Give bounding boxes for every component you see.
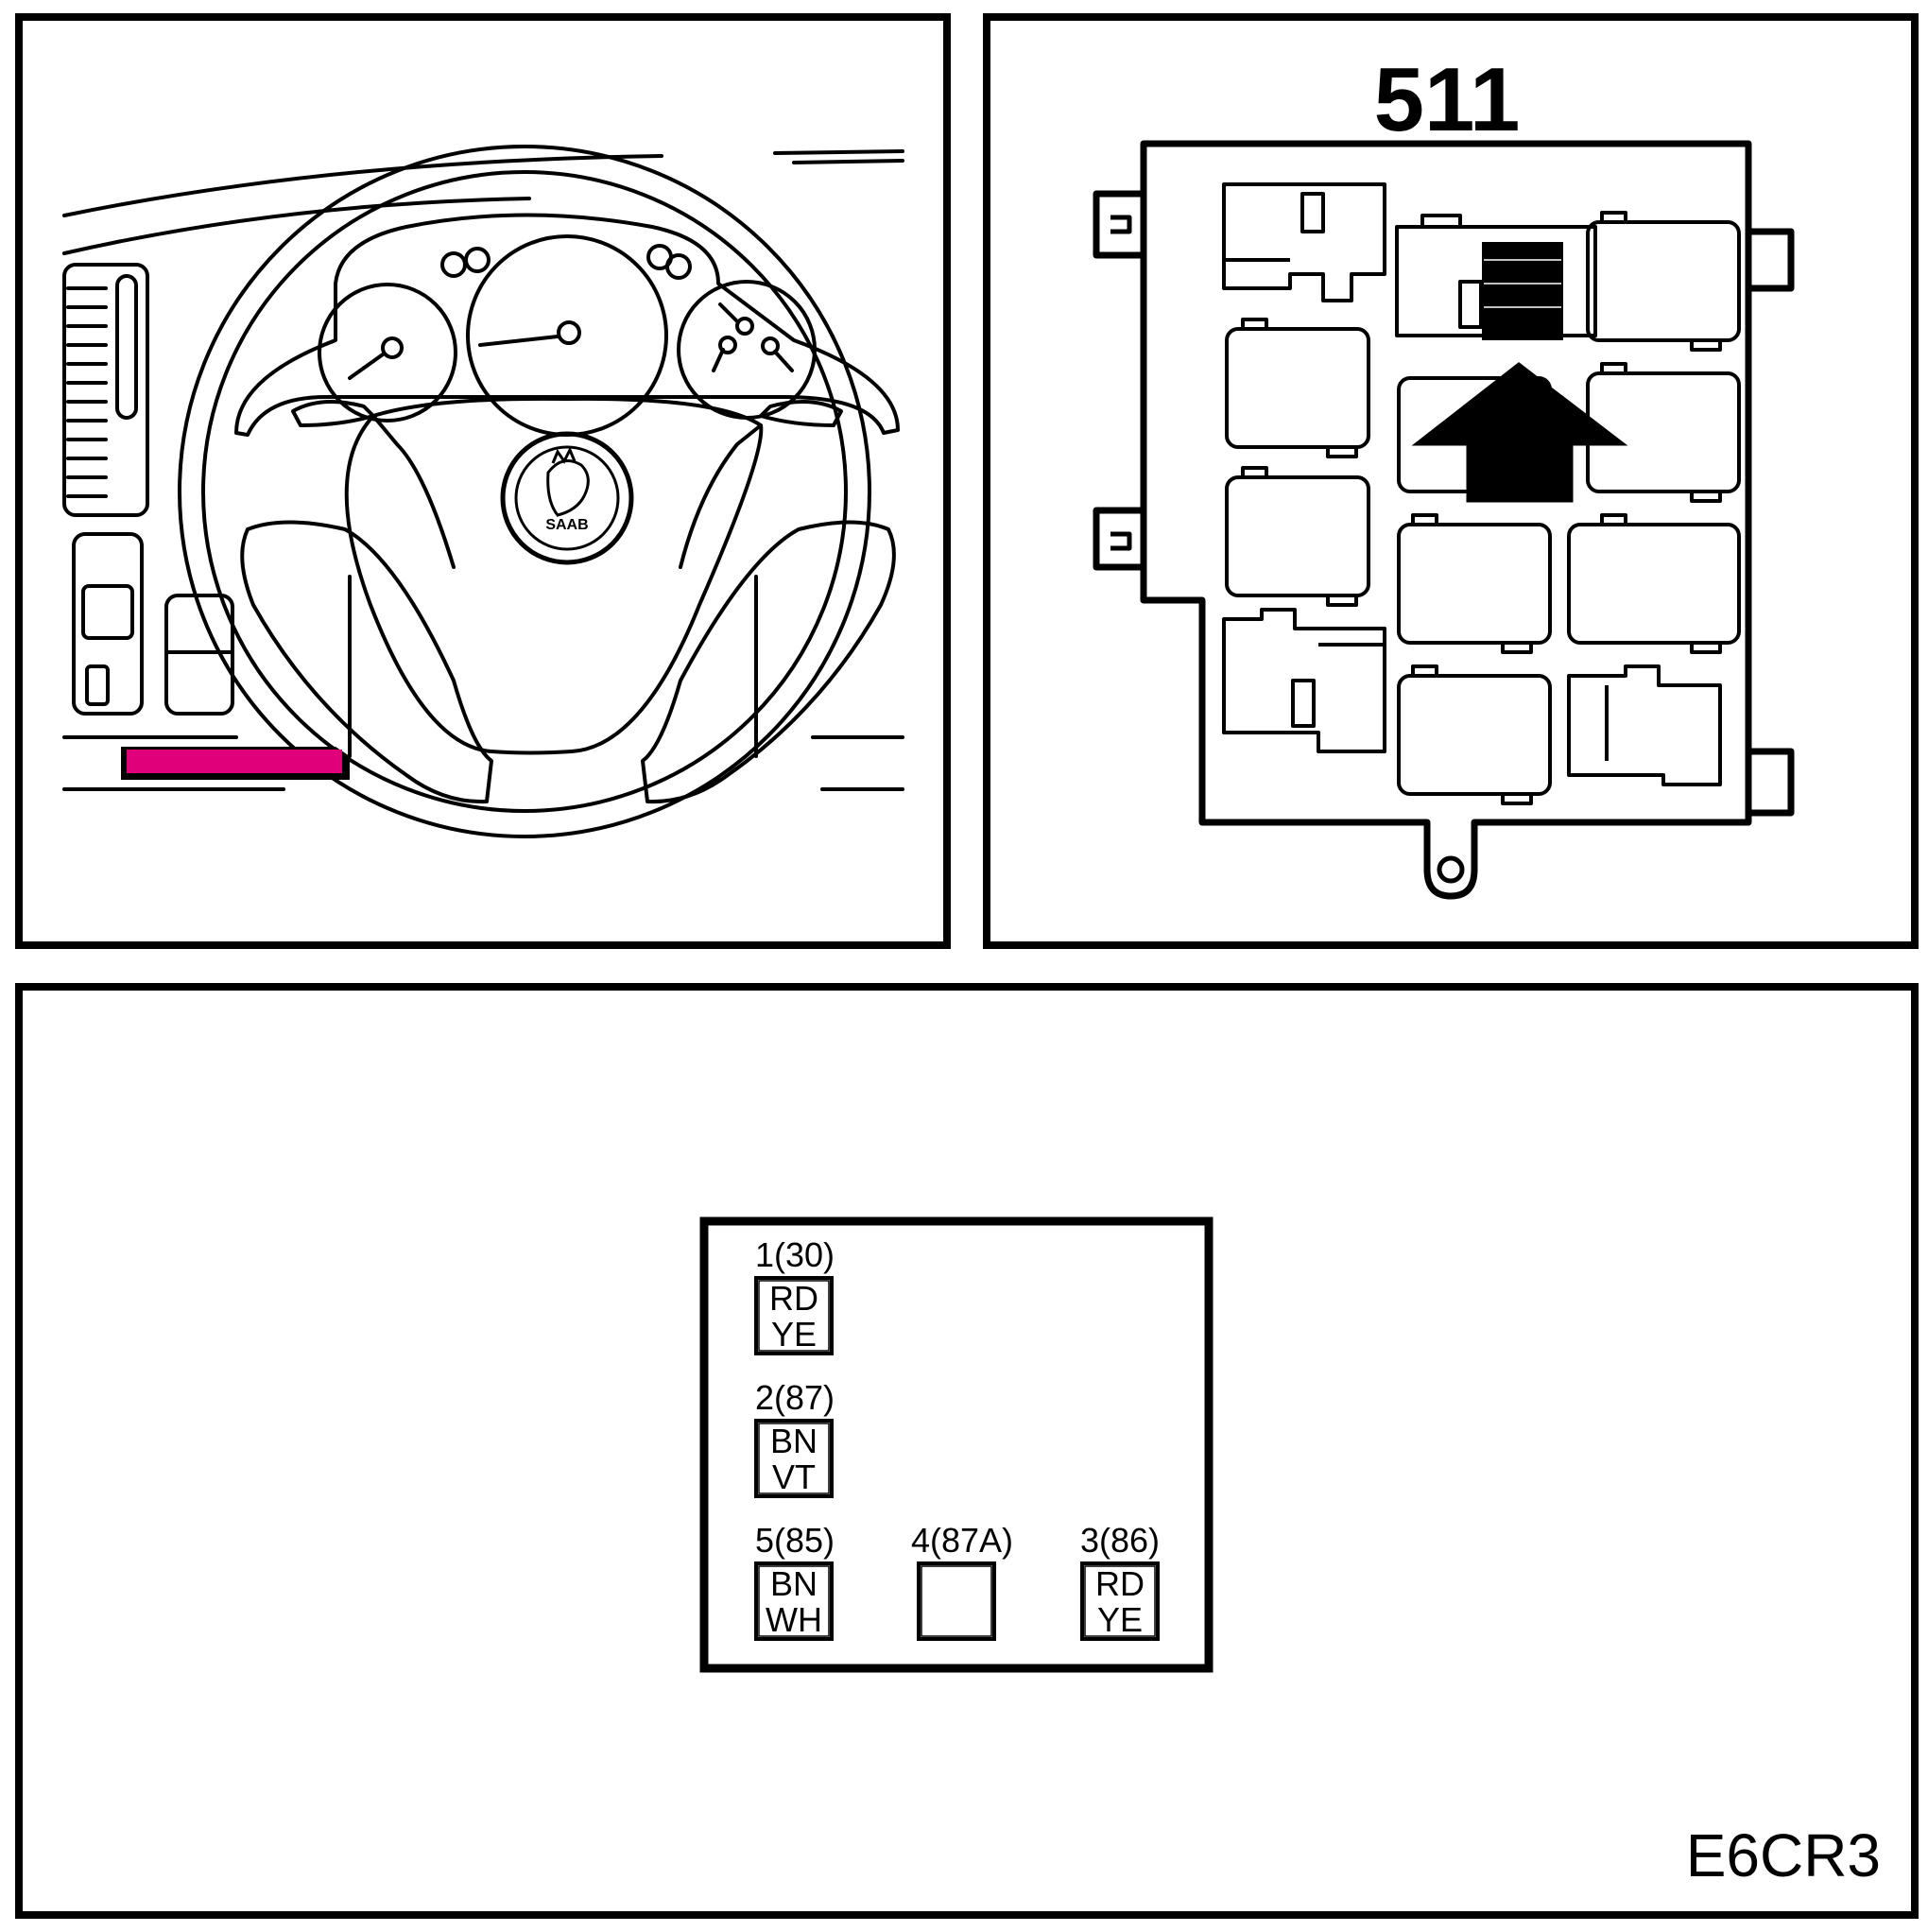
connector-pin-5: 5(85) BN WH	[754, 1521, 835, 1641]
relay-block	[1093, 140, 1795, 900]
left-spoke	[240, 520, 493, 804]
relay-block-panel	[983, 13, 1919, 949]
wire-color-box	[754, 1419, 834, 1498]
wire-color-stripe: YE	[771, 1315, 817, 1354]
saab-badge-text: SAAB	[545, 517, 588, 533]
wire-color-box	[1080, 1561, 1160, 1641]
steering-wheel-hub	[344, 396, 764, 755]
wire-color-primary: BN	[770, 1422, 818, 1460]
connector-face	[699, 1216, 1214, 1673]
dashboard-illustration	[62, 145, 904, 838]
wire-color-primary: RD	[769, 1279, 818, 1318]
wire-color-stripe: VT	[772, 1458, 816, 1496]
pin-number: 2(87)	[755, 1378, 835, 1417]
wire-color-box	[754, 1561, 834, 1641]
relay-block-label: 511	[1374, 49, 1521, 150]
wire-color-stripe: WH	[766, 1600, 822, 1639]
saab-emblem: SAAB	[500, 431, 634, 565]
pin-number: 4(87A)	[911, 1521, 1013, 1560]
light-switch-panel	[72, 532, 234, 716]
left-air-vent	[62, 263, 149, 517]
instrument-gauges	[318, 234, 817, 437]
right-spoke	[641, 520, 896, 804]
pin-number: 3(86)	[1080, 1521, 1160, 1560]
empty-pin-box	[917, 1561, 996, 1641]
pin-number: 5(85)	[755, 1521, 835, 1560]
connector-panel	[15, 983, 1919, 1919]
steering-wheel	[178, 145, 871, 838]
dashboard-view-panel	[15, 13, 951, 949]
relay-location-highlight	[121, 747, 350, 780]
target-relay	[1482, 242, 1563, 340]
connector-pin-3: 3(86) RD YE	[1080, 1521, 1160, 1641]
diagram-code: E6CR3	[1686, 1821, 1881, 1889]
connector-pin-4: 4(87A)	[911, 1521, 1013, 1641]
wire-color-box	[754, 1276, 834, 1355]
connector-pin-1: 1(30) RD YE	[754, 1235, 835, 1355]
relay-slots	[1222, 182, 1741, 805]
wire-color-primary: RD	[1095, 1564, 1145, 1603]
connector-pin-2: 2(87) BN VT	[754, 1378, 835, 1498]
pin-number: 1(30)	[755, 1235, 835, 1274]
instrument-cluster-hood	[234, 213, 900, 437]
wire-color-stripe: YE	[1097, 1600, 1143, 1639]
wire-color-primary: BN	[770, 1564, 818, 1603]
indicator-arrow	[1411, 362, 1628, 503]
